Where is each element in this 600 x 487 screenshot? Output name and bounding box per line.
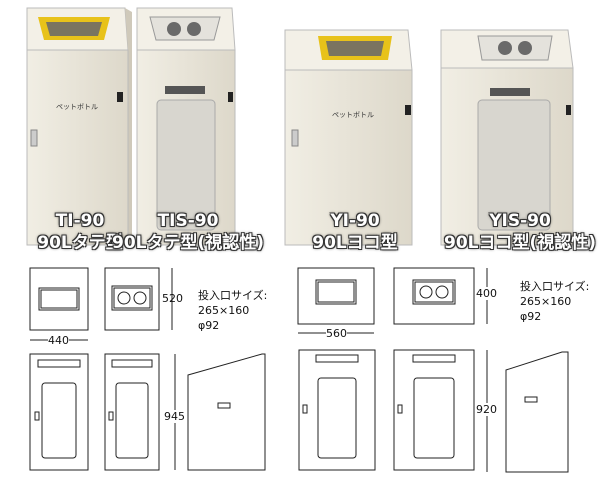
opening-spec: 投入口サイズ: 265×160 φ92 (520, 279, 589, 324)
product-model: TIS-90 (157, 211, 219, 231)
opening-diameter: φ92 (520, 310, 542, 323)
opening-label: 投入口サイズ: (198, 289, 268, 302)
bin-yis-90-photo (440, 29, 574, 246)
product-desc: 90Lタテ型 (37, 233, 123, 253)
product-desc: 90Lヨコ型 (312, 233, 398, 253)
width-dim: 560 (326, 327, 347, 340)
bin-ti-90-photo (26, 7, 132, 246)
bin-yi-90-photo (284, 29, 413, 246)
sticker-text: ペットボトル (56, 103, 98, 111)
product-model: TI-90 (55, 211, 105, 231)
bin-tis-90-photo (136, 7, 236, 246)
opening-size: 265×160 (520, 295, 572, 308)
product-model: YIS-90 (489, 211, 551, 231)
technical-drawings (29, 267, 569, 473)
opening-spec: 投入口サイズ: 265×160 φ92 (198, 288, 267, 333)
opening-label: 投入口サイズ: (520, 280, 590, 293)
depth-dim: 520 (162, 292, 183, 305)
depth-dim: 400 (476, 287, 497, 300)
sticker-text: ペットボトル (332, 111, 374, 119)
width-dim: 440 (48, 334, 69, 347)
product-desc: 90Lタテ型(視認性) (111, 233, 265, 253)
opening-size: 265×160 (198, 304, 250, 317)
product-model: YI-90 (330, 211, 380, 231)
opening-diameter: φ92 (198, 319, 220, 332)
product-desc: 90Lヨコ型(視認性) (443, 233, 597, 253)
height-dim: 945 (164, 410, 185, 423)
height-dim: 920 (476, 403, 497, 416)
